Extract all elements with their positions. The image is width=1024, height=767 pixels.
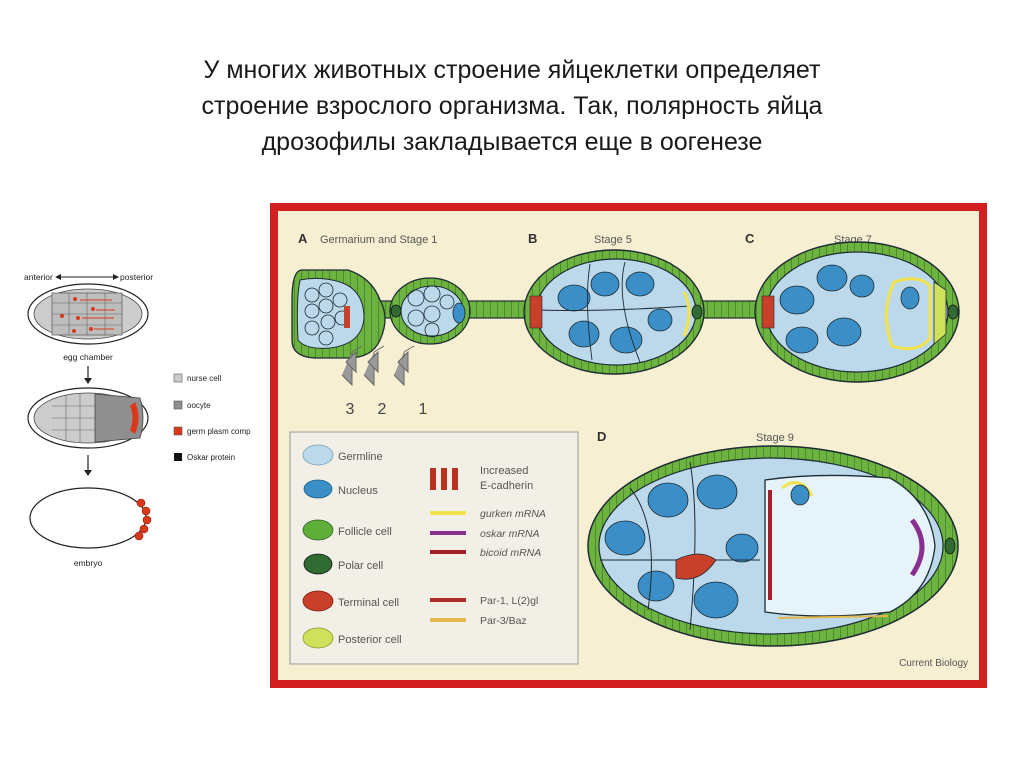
panel-d-title: Stage 9	[756, 432, 794, 444]
legend-swatch-follicle	[302, 519, 334, 541]
left-legend: nurse cell oocyte germ plasm comp Oskar …	[173, 373, 251, 462]
legend-polar-cell: Polar cell	[338, 560, 383, 572]
embryo-label: embryo	[74, 558, 103, 568]
axis-arrow-left	[55, 274, 61, 280]
legend-terminal-cell: Terminal cell	[338, 597, 399, 609]
legend-swatch-polar	[303, 553, 333, 575]
axis-posterior-label: posterior	[120, 272, 153, 282]
region-number-2: 2	[378, 401, 387, 418]
germarium	[291, 269, 386, 359]
legend-increased: Increased	[480, 465, 528, 477]
legend-germline: Germline	[338, 451, 383, 463]
title-line-3: дрозофилы закладывается еще в оогенезе	[261, 128, 763, 156]
panel-d-letter: D	[597, 429, 606, 444]
slide-title: У многих животных строение яйцеклетки оп…	[40, 52, 984, 160]
legend-swatch-germline	[302, 444, 334, 466]
stage-5-chamber	[523, 249, 705, 375]
panel-b-title: Stage 5	[594, 234, 632, 246]
embryo-shape	[29, 487, 152, 549]
stage-7-chamber	[754, 241, 960, 383]
axis-arrow-right	[113, 274, 119, 280]
egg-chamber-early	[27, 283, 149, 345]
legend-oskar-protein: Oskar protein	[187, 453, 235, 462]
legend-swatch-posterior	[302, 627, 334, 649]
region-number-1: 1	[419, 401, 428, 418]
legend-swatch-terminal	[302, 590, 334, 612]
panel-a-title: Germarium and Stage 1	[320, 234, 437, 246]
egg-chamber-label: egg chamber	[63, 352, 113, 362]
legend-nucleus: Nucleus	[338, 485, 378, 497]
region-arrows	[341, 345, 415, 387]
main-legend: Germline Nucleus Follicle cell Polar cel…	[289, 431, 579, 665]
stage-9-chamber	[587, 445, 959, 647]
legend-posterior-cell: Posterior cell	[338, 634, 402, 646]
stage-1-chamber	[389, 277, 471, 345]
legend-gurken: gurken mRNA	[480, 508, 546, 520]
legend-par1: Par-1, L(2)gl	[480, 595, 538, 607]
legend-nurse-cell: nurse cell	[187, 374, 221, 383]
egg-chamber-late	[27, 387, 149, 449]
panel-b-letter: B	[528, 231, 537, 246]
arrow-down-1	[84, 378, 92, 384]
terminal-cell-a	[344, 306, 350, 328]
arrow-down-2	[84, 470, 92, 476]
legend-oskar: oskar mRNA	[480, 528, 540, 540]
legend-oocyte: oocyte	[187, 401, 211, 410]
title-line-1: У многих животных строение яйцеклетки оп…	[203, 56, 821, 84]
region-number-3: 3	[346, 401, 355, 418]
legend-swatch-nucleus	[303, 479, 333, 499]
panel-a-letter: A	[298, 231, 308, 246]
axis-anterior-label: anterior	[24, 272, 53, 282]
legend-bicoid: bicoid mRNA	[480, 547, 541, 559]
legend-germ-plasm: germ plasm comp	[187, 427, 251, 436]
title-line-2: строение взрослого организма. Так, поляр…	[201, 92, 823, 120]
figure-credit: Current Biology	[899, 658, 968, 669]
legend-par3: Par-3/Baz	[480, 615, 527, 627]
legend-follicle-cell: Follicle cell	[338, 526, 392, 538]
panel-c-letter: C	[745, 231, 755, 246]
legend-ecadherin: E-cadherin	[480, 480, 533, 492]
legend-swatch-ecadherin	[430, 468, 458, 490]
